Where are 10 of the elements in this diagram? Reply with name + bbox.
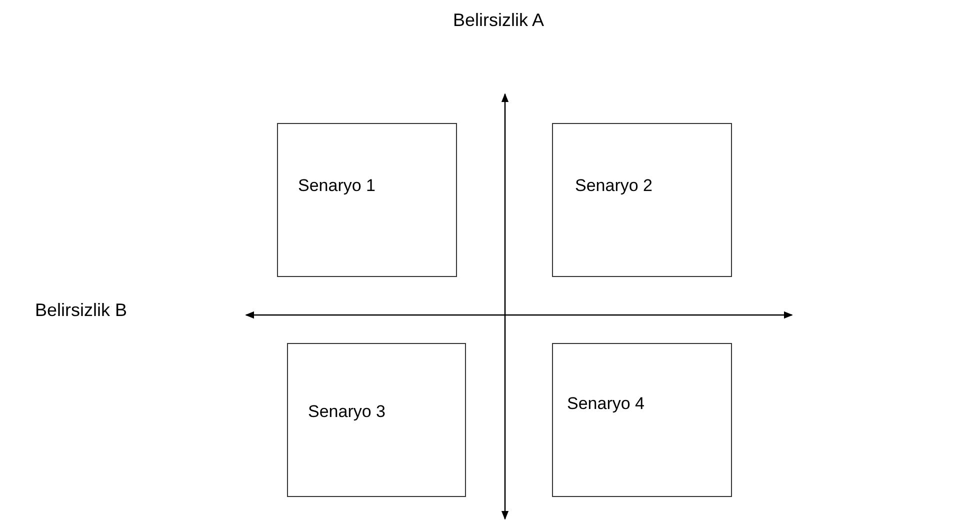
scenario-label: Senaryo 3 — [308, 402, 386, 422]
axis-label: Belirsizlik A — [453, 10, 544, 31]
scenario-box — [287, 343, 466, 497]
scenario-box — [552, 123, 732, 277]
axis-label: Belirsizlik B — [35, 300, 128, 321]
scenario-label: Senaryo 1 — [298, 176, 376, 196]
scenario-label: Senaryo 4 — [567, 394, 644, 414]
scenario-box — [552, 343, 732, 497]
scenario-label: Senaryo 2 — [575, 176, 652, 196]
scenario-box — [277, 123, 457, 277]
